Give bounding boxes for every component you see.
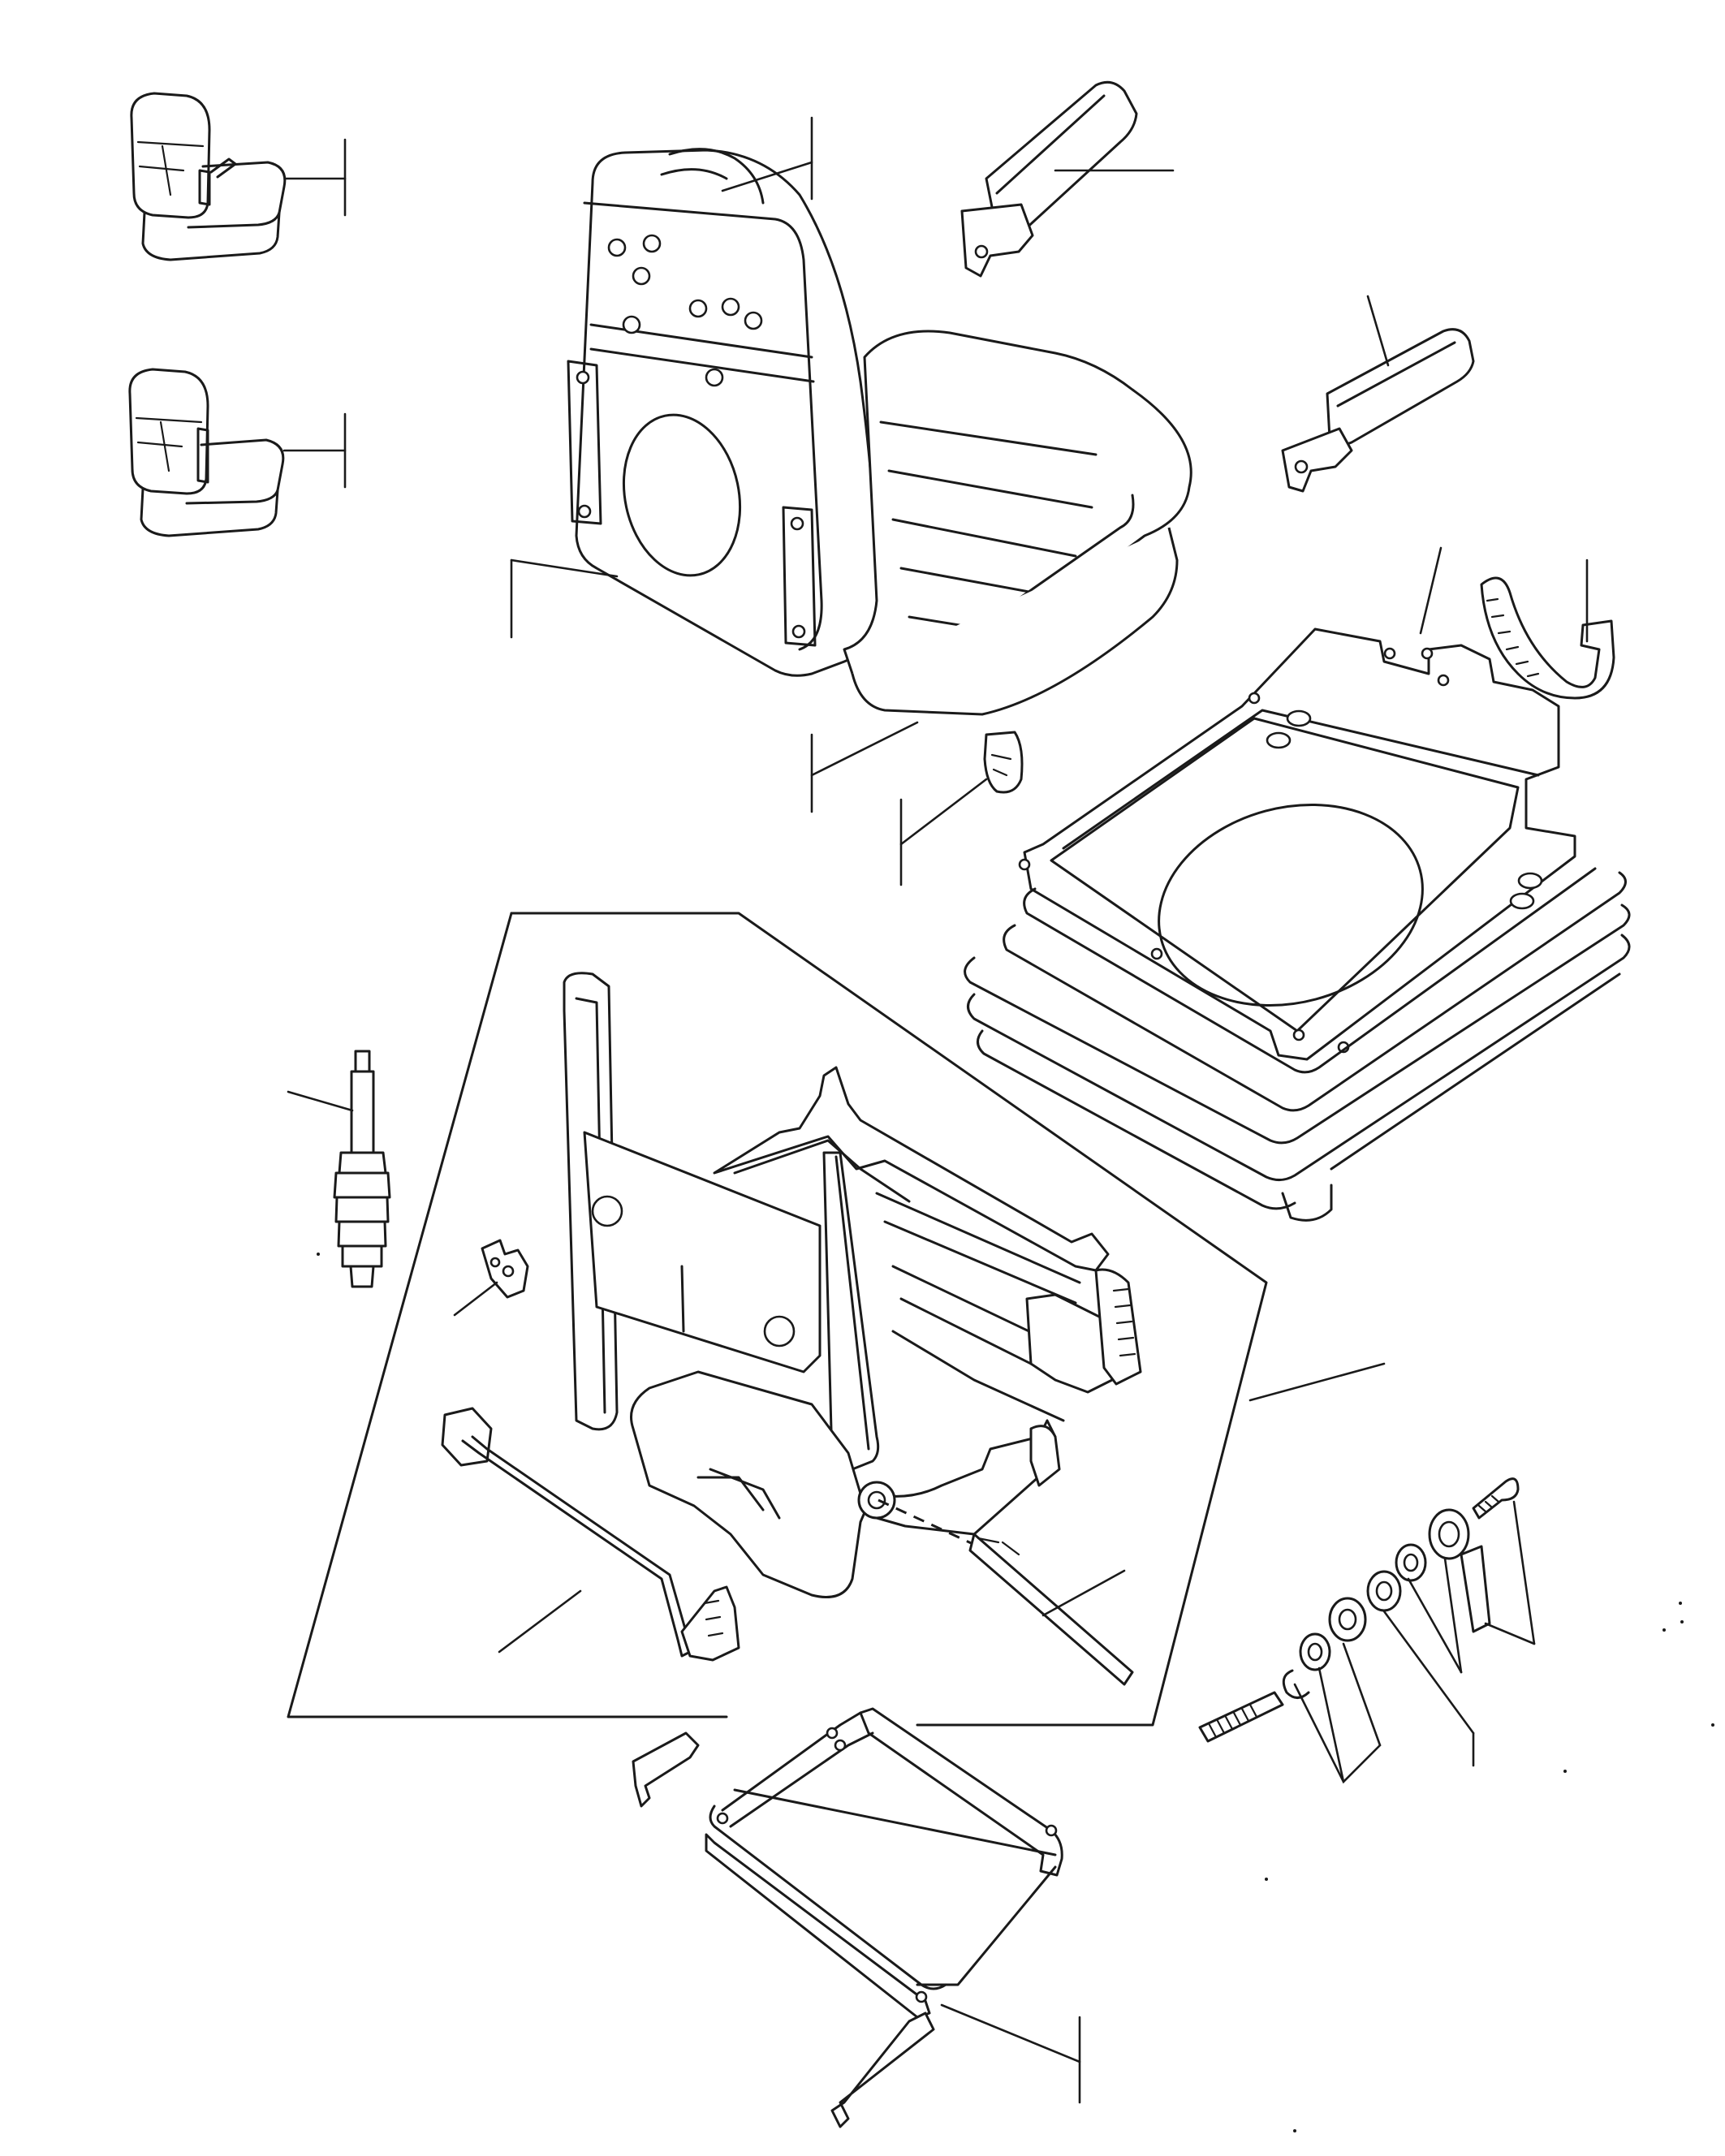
suspension-mechanism [563,972,1142,1686]
mounting-hardware [1198,1477,1536,1784]
armrest-left [1281,295,1475,493]
seat-backrest [575,149,878,677]
bolt [1198,1691,1284,1743]
scan-speckles [317,1253,1714,2132]
adjustment-rod [968,1533,1134,1686]
seat-variant-1-thumbnail [130,92,347,261]
seat-slide-lever [983,731,1024,794]
suspension-assembly-group [287,912,1386,1727]
slide-rail-frame [632,1707,1081,2128]
snap-ring [1282,1669,1310,1699]
armrest-right [960,80,1175,278]
seat-variant-2-thumbnail [128,368,347,537]
group-boundary [510,912,1268,1727]
suspension-cover-bellows [964,546,1631,1222]
shock-absorber [287,1050,391,1288]
suspension-opening [1158,803,1424,1007]
backrest-lumbar-oval [622,413,742,577]
small-bracket [453,1239,529,1317]
backrest-hole [607,238,627,257]
seat-assembly [510,116,1192,886]
lock-rod [441,1407,740,1662]
